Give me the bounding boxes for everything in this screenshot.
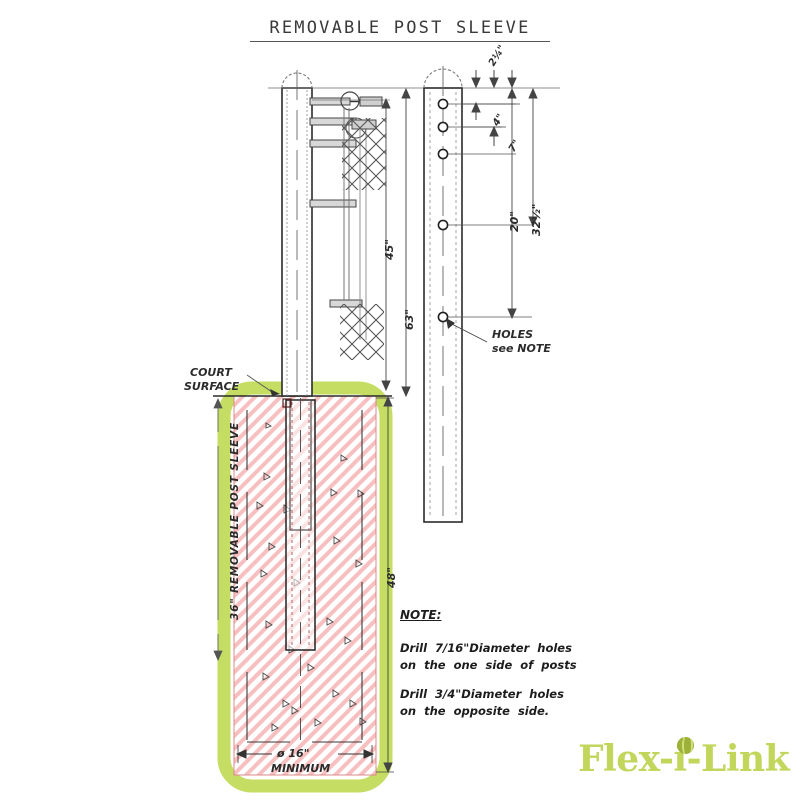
note-paragraph-1: Drill 7/16"Diameter holes on the one sid… — [400, 641, 577, 672]
post-detail-section — [423, 66, 532, 523]
chain-link-mesh-lower — [340, 304, 384, 360]
footing-minimum-label: MINIMUM — [271, 762, 331, 775]
page-title: REMOVABLE POST SLEEVE — [250, 18, 550, 42]
dimension-63in — [401, 87, 411, 398]
post-hole-2 — [437, 121, 449, 133]
post-hole-1 — [437, 98, 449, 110]
flex-i-link-logo: Flex-i-Link — [578, 737, 790, 780]
footing-diameter-label: ø 16" — [277, 747, 310, 760]
dimension-label-45: 45" — [383, 238, 396, 260]
dimension-48in — [376, 395, 394, 774]
post-sleeve-tube — [282, 398, 316, 740]
post-hole-5 — [437, 311, 449, 323]
court-surface-label-line1: COURT — [190, 366, 232, 379]
dimension-label-20: 20" — [508, 210, 521, 232]
dimension-32-5in — [528, 87, 538, 228]
removable-post-sleeve-label: 36" REMOVABLE POST SLEEVE — [229, 422, 241, 620]
holes-callout-line1: HOLES — [492, 328, 534, 341]
dimension-label-63: 63" — [403, 308, 416, 330]
post-hole-3 — [437, 148, 449, 160]
note-paragraph-2: Drill 3/4"Diameter holes on the opposite… — [400, 687, 564, 718]
dimension-diameter-16in — [235, 745, 375, 763]
dimension-arrows-top — [462, 70, 520, 146]
chain-link-mesh-upper — [342, 118, 386, 190]
dimension-20in — [507, 87, 517, 320]
dimension-label-32-5: 32½" — [530, 203, 543, 236]
post-hole-4 — [437, 219, 449, 231]
court-surface-label-line2: SURFACE — [184, 380, 240, 393]
post-elevation-above-grade — [268, 70, 560, 397]
dimension-36in-sleeve — [213, 398, 223, 661]
dimension-label-48: 48" — [385, 566, 398, 588]
dimension-45in — [312, 97, 391, 392]
tennis-ball-icon — [677, 737, 694, 754]
note-heading: NOTE: — [400, 608, 442, 622]
holes-callout-line2: see NOTE — [492, 342, 551, 355]
holes-callout-leader — [446, 318, 488, 343]
